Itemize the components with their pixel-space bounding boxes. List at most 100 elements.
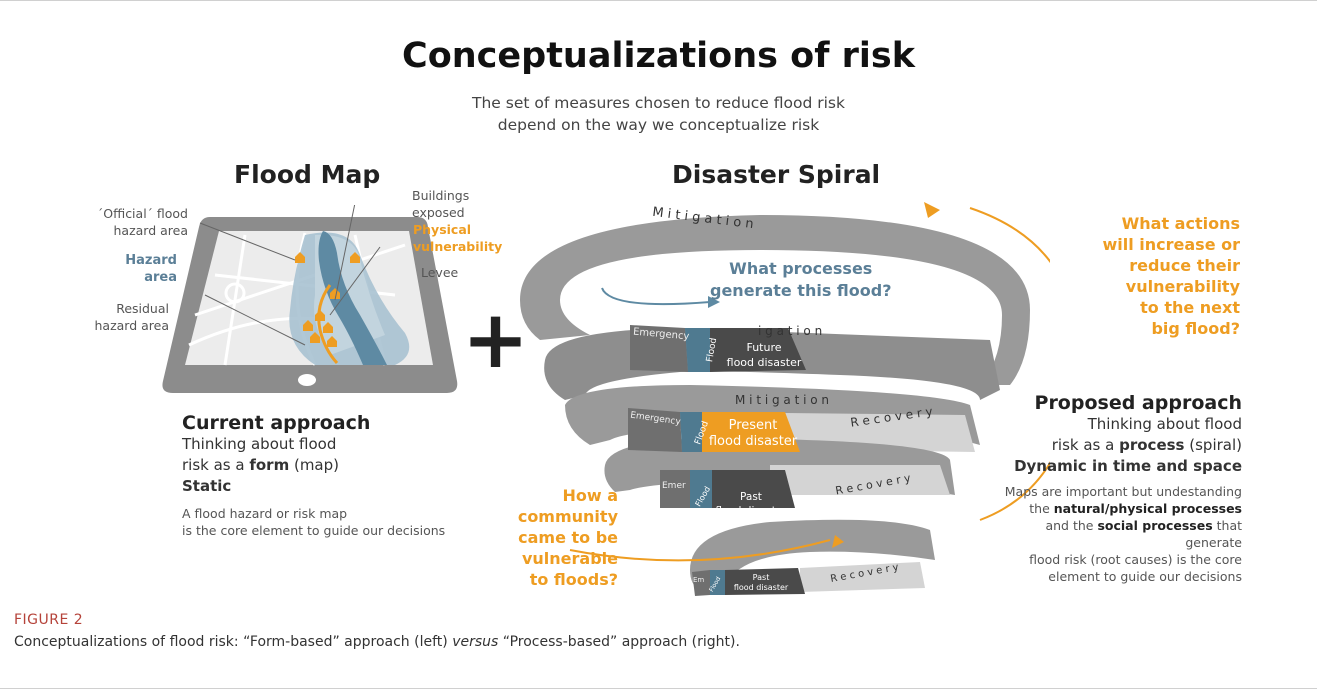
emergency-block-present bbox=[628, 408, 682, 452]
proposed-approach-heading: Proposed approach bbox=[1034, 392, 1242, 414]
orange-arrowhead-bottom bbox=[832, 535, 844, 548]
past-disaster-block bbox=[712, 470, 795, 508]
subtitle-line: depend on the way we conceptualize risk bbox=[497, 116, 820, 134]
text-span: the bbox=[1029, 501, 1054, 516]
label-line: flood disaster bbox=[715, 505, 787, 517]
bottom-divider bbox=[0, 688, 1317, 689]
label-line: Future bbox=[746, 341, 782, 354]
italic-span: versus bbox=[452, 634, 499, 650]
proposed-approach-line: risk as a process (spiral) bbox=[1000, 435, 1242, 456]
label-line: How a bbox=[562, 486, 618, 505]
emergency-label-past2: Em bbox=[693, 576, 705, 584]
current-approach-note: is the core element to guide our decisio… bbox=[182, 523, 446, 538]
label-line: ´Official´ flood bbox=[97, 206, 188, 221]
blue-arrowhead bbox=[708, 296, 720, 308]
label-line: Past bbox=[740, 491, 762, 503]
past2-disaster-label: Past flood disaster bbox=[725, 573, 797, 593]
official-hazard-label: ´Official´ flood hazard area bbox=[73, 205, 188, 239]
proposed-approach-line: Thinking about flood bbox=[1087, 415, 1242, 433]
text-span: that generate bbox=[1185, 518, 1242, 550]
text-span: risk as a bbox=[182, 456, 250, 474]
question-actions: What actions will increase or reduce the… bbox=[1100, 213, 1240, 339]
emergency-block-future bbox=[630, 325, 688, 372]
label-line: vulnerability bbox=[1125, 277, 1240, 296]
tablet-map-illustration bbox=[162, 205, 458, 393]
flood-block-past2 bbox=[710, 570, 725, 595]
current-approach-line: risk as a form (map) bbox=[182, 455, 445, 476]
orange-arrow-right bbox=[969, 207, 1050, 521]
main-title: Conceptualizations of risk bbox=[402, 36, 915, 76]
present-disaster-block bbox=[702, 412, 800, 452]
label-line: will increase or bbox=[1102, 235, 1240, 254]
label-line: flood disaster bbox=[708, 434, 798, 449]
label-line: What actions bbox=[1121, 214, 1240, 233]
proposed-approach-note: flood risk (root causes) is the core bbox=[1029, 552, 1242, 567]
orange-arrow-bottom bbox=[569, 539, 831, 562]
present-disaster-label: Present flood disaster bbox=[704, 418, 802, 450]
text-span: Conceptualizations of flood risk: “Form-… bbox=[14, 634, 453, 650]
flood-block-future bbox=[685, 328, 710, 372]
label-line: to the next bbox=[1140, 298, 1240, 317]
current-approach-static: Static bbox=[182, 477, 232, 495]
past-disaster-label: Past flood disaster bbox=[712, 490, 790, 518]
hazard-area-label: Hazard area bbox=[100, 252, 177, 286]
label-line: reduce their bbox=[1129, 256, 1240, 275]
bold-span: social processes bbox=[1097, 518, 1213, 533]
current-approach-note: A flood hazard or risk map bbox=[182, 506, 348, 521]
figure-label: FIGURE 2 bbox=[14, 612, 84, 628]
label-line: generate this flood? bbox=[710, 281, 892, 300]
label-line: Buildings bbox=[412, 188, 470, 203]
text-span: (spiral) bbox=[1184, 436, 1242, 454]
blue-arrow bbox=[601, 287, 711, 306]
leader-lines bbox=[199, 205, 381, 346]
mitigation-label-second: i g a t i o n bbox=[758, 324, 823, 338]
flood-block-present bbox=[680, 412, 702, 452]
plus-sign: + bbox=[462, 293, 530, 386]
top-divider bbox=[0, 0, 1317, 1]
proposed-approach-note: Maps are important but undestanding bbox=[1004, 484, 1242, 499]
label-line: exposed bbox=[412, 205, 465, 220]
label-line: to floods? bbox=[529, 570, 618, 589]
label-line: What processes bbox=[729, 259, 873, 278]
mitigation-label-third: M i t i g a t i o n bbox=[735, 393, 830, 407]
bold-span: process bbox=[1119, 436, 1185, 454]
figure-caption: Conceptualizations of flood risk: “Form-… bbox=[14, 634, 740, 650]
label-line: Physical bbox=[413, 222, 472, 237]
current-approach-line: Thinking about flood bbox=[182, 435, 337, 453]
past2-disaster-block bbox=[725, 568, 805, 595]
label-line: hazard area bbox=[113, 223, 188, 238]
current-approach-block: Current approach Thinking about flood ri… bbox=[182, 412, 445, 539]
question-processes: What processes generate this flood? bbox=[710, 258, 892, 302]
future-disaster-label: Future flood disaster bbox=[722, 340, 806, 370]
label-line: came to be bbox=[518, 528, 618, 547]
residual-hazard-label: Residual hazard area bbox=[73, 300, 169, 334]
emergency-label-past: Emer bbox=[662, 481, 686, 491]
recovery-band-4 bbox=[770, 465, 950, 495]
question-community: How a community came to be vulnerable to… bbox=[513, 485, 618, 590]
label-line: area bbox=[144, 270, 177, 285]
label-line: Past bbox=[752, 573, 770, 582]
label-line: Residual bbox=[116, 301, 169, 316]
label-line: vulnerable bbox=[521, 549, 618, 568]
disaster-spiral-illustration bbox=[520, 202, 1050, 596]
emergency-block-past2 bbox=[692, 570, 710, 596]
label-line: hazard area bbox=[94, 318, 169, 333]
proposed-approach-note: the natural/physical processes bbox=[1000, 500, 1242, 517]
flood-block-past bbox=[690, 470, 712, 508]
levee-line bbox=[317, 284, 339, 365]
bold-span: form bbox=[249, 456, 290, 474]
proposed-approach-note: and the social processes that generate bbox=[1000, 517, 1242, 551]
label-line: big flood? bbox=[1151, 319, 1240, 338]
buildings-exposed-label: Buildings exposed bbox=[412, 187, 469, 221]
disaster-spiral-title: Disaster Spiral bbox=[672, 160, 881, 189]
proposed-approach-dynamic: Dynamic in time and space bbox=[1014, 457, 1242, 475]
buildings bbox=[295, 252, 360, 347]
label-line: vulnerability bbox=[413, 239, 503, 254]
emergency-block-past bbox=[660, 470, 690, 508]
subtitle: The set of measures chosen to reduce flo… bbox=[0, 92, 1317, 136]
physical-vulnerability-label: Physical vulnerability bbox=[413, 221, 502, 255]
proposed-approach-block: Proposed approach Thinking about flood r… bbox=[1000, 392, 1242, 585]
orange-arrowhead-right bbox=[924, 202, 940, 218]
text-span: risk as a bbox=[1051, 436, 1120, 454]
proposed-approach-note: element to guide our decisions bbox=[1048, 569, 1242, 584]
